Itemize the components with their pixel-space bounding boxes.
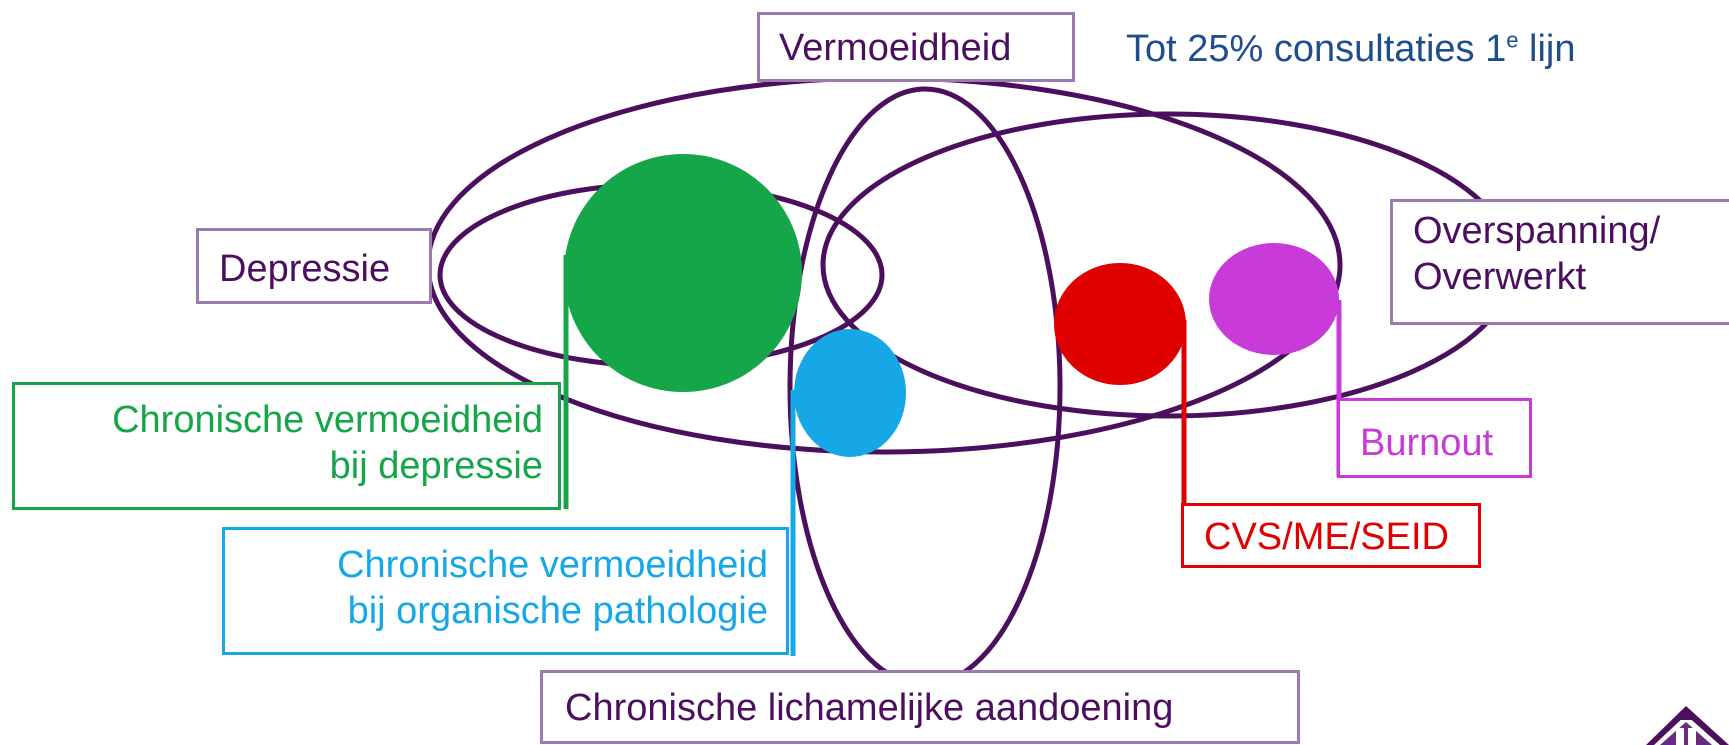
label-cvd-line1: Chronische vermoeidheid xyxy=(112,399,543,441)
label-chronische-vermoeidheid-depressie: Chronische vermoeidheid bij depressie xyxy=(12,382,561,510)
circle-red xyxy=(1054,263,1186,385)
note-suffix: lijn xyxy=(1518,28,1576,70)
label-cvo-line1: Chronische vermoeidheid xyxy=(337,544,768,586)
label-chronisch-text: Chronische lichamelijke aandoening xyxy=(565,687,1174,729)
label-vermoeidheid-text: Vermoeidheid xyxy=(779,27,1012,69)
note-superscript: e xyxy=(1506,27,1519,53)
label-cvo-line2: bij organische pathologie xyxy=(347,589,768,632)
label-burnout: Burnout xyxy=(1337,398,1532,478)
label-chronische-vermoeidheid-organisch: Chronische vermoeidheid bij organische p… xyxy=(222,527,789,655)
label-cvd-line2: bij depressie xyxy=(329,444,543,487)
label-depressie-text: Depressie xyxy=(219,248,391,290)
label-overspanning-line2: Overwerkt xyxy=(1413,255,1587,298)
label-vermoeidheid: Vermoeidheid xyxy=(757,12,1075,82)
label-depressie: Depressie xyxy=(196,228,432,304)
consultations-note: Tot 25% consultaties 1e lijn xyxy=(1126,27,1576,73)
label-overspanning: Overspanning/ Overwerkt xyxy=(1390,199,1729,325)
building-logo-icon xyxy=(1646,706,1729,745)
note-prefix: Tot 25% consultaties 1 xyxy=(1126,28,1507,70)
label-cvs-text: CVS/ME/SEID xyxy=(1204,516,1449,558)
circle-green xyxy=(564,154,802,392)
circle-blue xyxy=(794,329,906,457)
label-cvs-me-seid: CVS/ME/SEID xyxy=(1181,503,1481,568)
label-burnout-text: Burnout xyxy=(1360,422,1494,464)
circle-magenta xyxy=(1209,243,1339,355)
label-overspanning-line1: Overspanning/ xyxy=(1413,210,1661,252)
label-chronische-lichamelijke-aandoening: Chronische lichamelijke aandoening xyxy=(540,670,1300,744)
